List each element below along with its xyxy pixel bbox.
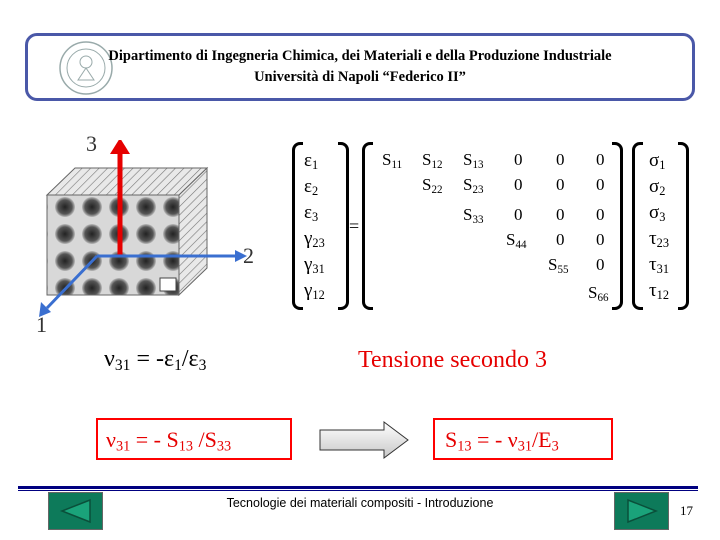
matrix-cell-zero: 0 [596, 255, 605, 275]
matrix-cell-zero: 0 [596, 175, 605, 195]
matrix-cell-zero: 0 [514, 205, 523, 225]
stress-bracket-right [678, 142, 689, 310]
matrix-cell-s55: S55 [548, 255, 569, 276]
strain-item: ε1 [304, 150, 325, 176]
matrix-cell-zero: 0 [514, 150, 523, 170]
matrix-cell-zero: 0 [556, 175, 565, 195]
strain-vector: ε1 ε2 ε3 γ23 γ31 γ12 [304, 150, 325, 306]
stress-item: τ12 [649, 280, 669, 306]
strain-item: ε2 [304, 176, 325, 202]
header-box: Dipartimento di Ingegneria Chimica, dei … [25, 33, 695, 101]
stress-item: σ1 [649, 150, 669, 176]
stress-item: σ2 [649, 176, 669, 202]
strain-item: γ12 [304, 280, 325, 306]
compliance-modulus-formula: S13 = - ν31/E3 [445, 427, 559, 456]
compliance-modulus-box: S13 = - ν31/E3 [433, 418, 613, 460]
footer-divider [18, 486, 698, 489]
matrix-cell-s13: S13 [463, 150, 484, 171]
stress-vector: σ1 σ2 σ3 τ23 τ31 τ12 [649, 150, 669, 306]
axis-1-label: 1 [36, 312, 47, 338]
matrix-cell-s22: S22 [422, 175, 443, 196]
axis-2-label: 2 [243, 243, 254, 269]
right-arrow-icon [318, 420, 410, 460]
equals-sign: = [349, 216, 359, 237]
page-number: 17 [680, 503, 693, 519]
tension-label: Tensione secondo 3 [358, 347, 547, 374]
matrix-cell-zero: 0 [596, 230, 605, 250]
strain-item: ε3 [304, 202, 325, 228]
composite-cube-figure [25, 140, 275, 340]
matrix-bracket-right [612, 142, 623, 310]
matrix-cell-zero: 0 [514, 175, 523, 195]
header-university: Università di Napoli “Federico II” [28, 69, 692, 86]
footer-divider-thin [18, 490, 698, 491]
matrix-cell-zero: 0 [556, 150, 565, 170]
poisson-ratio-formula: ν31 = -ε1/ε3 [104, 346, 206, 375]
matrix-cell-zero: 0 [556, 205, 565, 225]
matrix-cell-s44: S44 [506, 230, 527, 251]
matrix-cell-s33: S33 [463, 205, 484, 226]
compliance-poisson-formula: ν31 = - S13 /S33 [106, 427, 231, 456]
header-department: Dipartimento di Ingegneria Chimica, dei … [28, 48, 692, 65]
strain-bracket-left [292, 142, 303, 310]
stress-item: τ23 [649, 228, 669, 254]
stress-item: σ3 [649, 202, 669, 228]
matrix-bracket-left [362, 142, 373, 310]
axis-3-label: 3 [86, 131, 97, 157]
matrix-cell-s12: S12 [422, 150, 443, 171]
matrix-cell-s11: S11 [382, 150, 402, 171]
compliance-poisson-box: ν31 = - S13 /S33 [96, 418, 292, 460]
strain-item: γ31 [304, 254, 325, 280]
matrix-cell-s23: S23 [463, 175, 484, 196]
stress-item: τ31 [649, 254, 669, 280]
matrix-cell-zero: 0 [596, 150, 605, 170]
strain-bracket-right [338, 142, 349, 310]
university-seal-icon [56, 38, 116, 98]
matrix-cell-s66: S66 [588, 283, 609, 304]
stress-bracket-left [632, 142, 643, 310]
strain-item: γ23 [304, 228, 325, 254]
matrix-cell-zero: 0 [596, 205, 605, 225]
footer-title: Tecnologie dei materiali compositi - Int… [0, 496, 720, 510]
matrix-cell-zero: 0 [556, 230, 565, 250]
